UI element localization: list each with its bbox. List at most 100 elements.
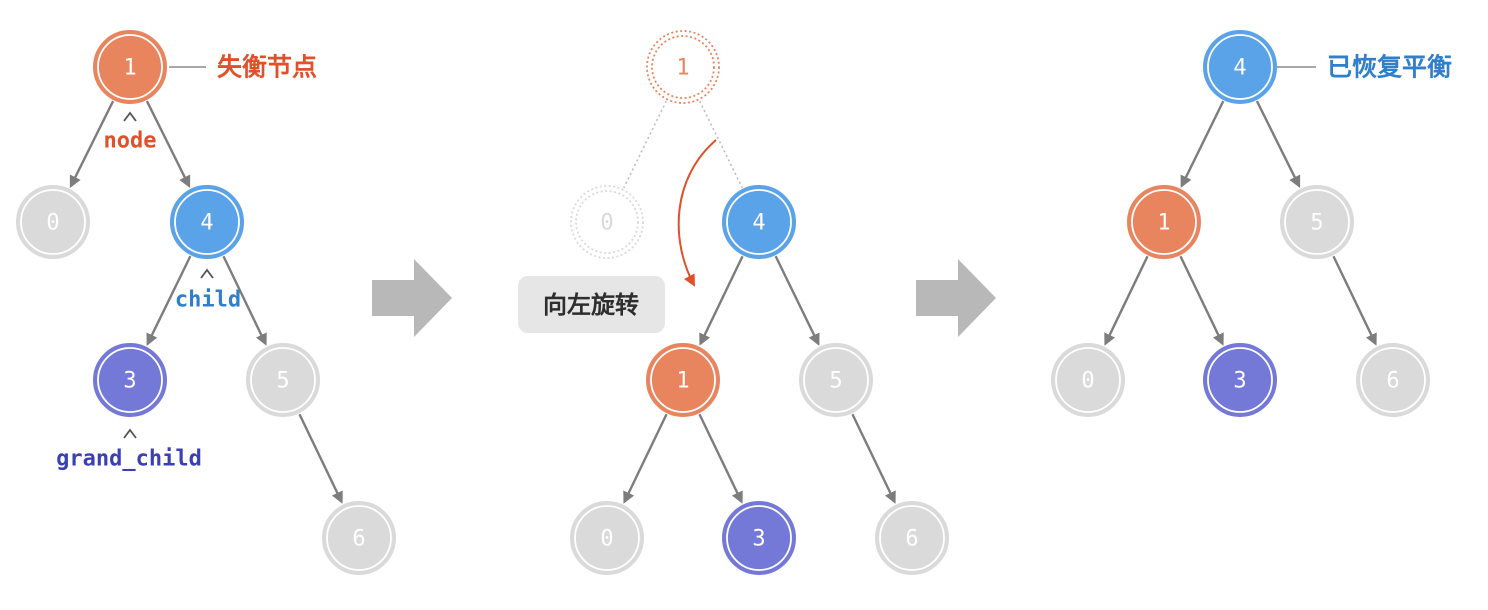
node-circle	[93, 343, 167, 417]
ghost-tree-edge	[699, 100, 743, 189]
node-circle	[722, 501, 796, 575]
node-value-label: 0	[600, 527, 613, 552]
tree-edge	[1179, 255, 1224, 346]
step-arrow-right-icon	[916, 259, 996, 337]
node-circle	[1356, 343, 1430, 417]
step-arrow-right-icon	[372, 259, 452, 337]
node-value-label: 4	[1233, 56, 1246, 81]
node-inner-ring	[726, 189, 792, 255]
node-circle	[646, 343, 720, 417]
node-value-label: 3	[752, 527, 765, 552]
node-value-label: 5	[829, 369, 842, 394]
node-inner-ring	[1284, 189, 1350, 255]
node-circle	[322, 501, 396, 575]
node-circle	[1280, 185, 1354, 259]
panel-after-annotations: 已恢复平衡	[1277, 53, 1452, 82]
rotation-direction-arrow-icon	[677, 139, 717, 287]
node-value-label: 1	[676, 369, 689, 394]
tree-node-6: 6	[322, 501, 396, 575]
node-inner-ring	[803, 347, 869, 413]
node-value-label: 1	[676, 56, 689, 81]
node-pointer-label: node	[104, 129, 157, 154]
tree-edge	[698, 413, 743, 504]
node-inner-ring	[1207, 347, 1273, 413]
tree-node-4: 4	[170, 185, 244, 259]
tree-edge	[69, 100, 115, 188]
node-value-label: 5	[1310, 211, 1323, 236]
tree-node-1: 1	[646, 343, 720, 417]
node-inner-ring	[97, 347, 163, 413]
tree-edge	[1255, 100, 1301, 188]
node-value-label: 0	[600, 211, 613, 236]
tree-edge	[145, 100, 191, 188]
node-circle	[1203, 30, 1277, 104]
node-value-label: 0	[1081, 369, 1094, 394]
node-inner-ring	[1207, 34, 1273, 100]
tree-node-3: 3	[1203, 343, 1277, 417]
tree-node-0: 0	[16, 185, 90, 259]
tree-edges-layer	[69, 100, 1377, 504]
tree-nodes-layer: 1 0 4 3 5 6 1 0 4 1 5 0 3 6 4 1 5 0 3 6	[16, 30, 1430, 575]
tree-node-4: 4	[722, 185, 796, 259]
tree-edge	[851, 413, 896, 504]
tree-edge	[1104, 255, 1149, 346]
tree-node-0: 0	[1051, 343, 1125, 417]
grand-child-pointer-label: grand_child	[56, 447, 202, 472]
node-inner-ring	[574, 505, 640, 571]
tree-node-5: 5	[1280, 185, 1354, 259]
node-value-label: 0	[46, 211, 59, 236]
rotation-caption-box	[518, 276, 665, 333]
node-circle	[722, 185, 796, 259]
tree-node-1: 1	[1127, 185, 1201, 259]
node-value-label: 6	[905, 527, 918, 552]
tree-edge	[1180, 100, 1225, 188]
tree-edge	[1332, 255, 1377, 346]
node-inner-ring	[97, 34, 163, 100]
node-inner-ring	[726, 505, 792, 571]
ghost-tree-edge	[623, 100, 667, 189]
node-inner-ring	[174, 189, 240, 255]
node-circle	[1203, 343, 1277, 417]
node-ghost-inner-ring	[575, 190, 639, 254]
tree-node-3: 3	[93, 343, 167, 417]
child-pointer-label: child	[175, 288, 241, 313]
panel-rotating-annotations: 向左旋转	[518, 139, 717, 333]
node-circle	[1127, 185, 1201, 259]
node-circle	[875, 501, 949, 575]
tree-node-1: 1	[93, 30, 167, 104]
node-value-label: 4	[200, 211, 213, 236]
node-value-label: 1	[1157, 211, 1170, 236]
node-ghost-outer-ring	[570, 185, 644, 259]
ghost-edges-layer	[623, 100, 743, 189]
node-inner-ring	[250, 347, 316, 413]
tree-node-5: 5	[799, 343, 873, 417]
node-inner-ring	[1360, 347, 1426, 413]
node-circle	[799, 343, 873, 417]
unbalanced-node-label: 失衡节点	[217, 53, 317, 82]
tree-edge	[146, 255, 192, 346]
tree-edge	[298, 413, 343, 504]
tree-node-1: 1	[646, 30, 720, 104]
node-ghost-outer-ring	[646, 30, 720, 104]
tree-node-6: 6	[1356, 343, 1430, 417]
node-circle	[570, 501, 644, 575]
tree-edge	[222, 255, 267, 346]
node-inner-ring	[326, 505, 392, 571]
tree-node-4: 4	[1203, 30, 1277, 104]
tree-node-3: 3	[722, 501, 796, 575]
tree-node-6: 6	[875, 501, 949, 575]
node-circle	[1051, 343, 1125, 417]
node-ghost-inner-ring	[651, 35, 715, 99]
panel-before-annotations: 失衡节点 node child grand_child	[56, 53, 317, 472]
node-value-label: 4	[752, 211, 765, 236]
rotation-caption-label: 向左旋转	[543, 291, 639, 319]
tree-node-0: 0	[570, 501, 644, 575]
tree-edge	[774, 255, 820, 346]
node-circle	[246, 343, 320, 417]
tree-node-5: 5	[246, 343, 320, 417]
node-inner-ring	[20, 189, 86, 255]
balanced-label: 已恢复平衡	[1327, 53, 1452, 82]
node-value-label: 5	[276, 369, 289, 394]
node-circle	[16, 185, 90, 259]
node-inner-ring	[1131, 189, 1197, 255]
